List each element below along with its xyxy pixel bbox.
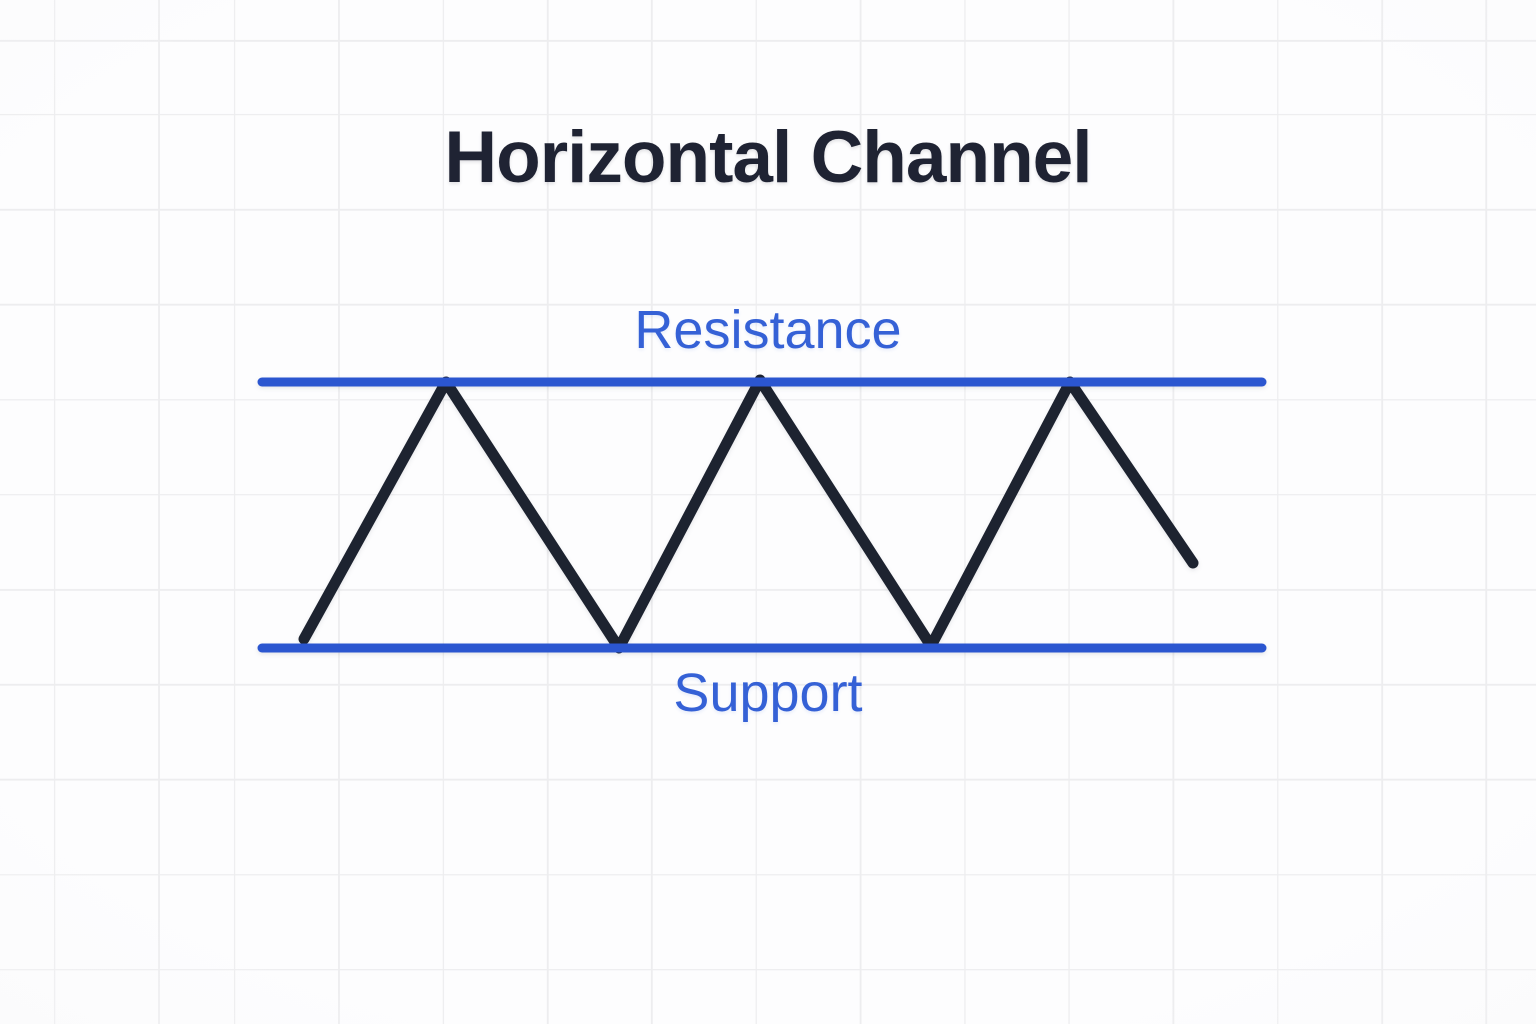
price-zigzag-line	[298, 374, 1199, 654]
figure-title: Horizontal Channel	[444, 117, 1092, 198]
resistance-label: Resistance	[634, 300, 902, 360]
support-label: Support	[673, 663, 863, 723]
